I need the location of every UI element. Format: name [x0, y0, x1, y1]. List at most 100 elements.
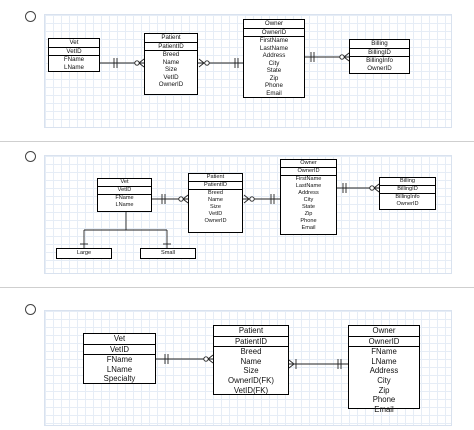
entity-title: Large	[76, 250, 92, 256]
optional-marker	[134, 60, 140, 66]
attribute: LName	[106, 364, 133, 374]
optional-marker	[178, 196, 184, 202]
attribute: Address	[298, 190, 319, 196]
answer-option-1: Vet VetID FName LName Patient PatientID …	[0, 0, 474, 140]
attribute: VetID	[208, 211, 223, 217]
attribute: OwnerID(FK)	[228, 375, 274, 385]
attribute: Zip	[378, 385, 390, 395]
option-2-relationship-lines	[80, 183, 380, 248]
owner-entity: Owner OwnerID FirstName LastName Address…	[243, 19, 305, 98]
attribute: OwnerID	[204, 218, 227, 224]
option-1-relationship-lines	[100, 52, 350, 68]
entity-title: Owner	[300, 160, 317, 166]
attribute: LastName	[259, 44, 289, 52]
attribute: VetID(FK)	[233, 385, 269, 395]
entity-title: Owner	[372, 326, 396, 335]
attribute: FName	[371, 347, 397, 357]
attribute: Size	[210, 204, 221, 210]
crows-foot-marker	[288, 359, 295, 369]
attribute: BillingInfo	[366, 57, 393, 64]
attribute: Size	[243, 366, 259, 376]
patient-entity: Patient PatientID Breed Name Size VetID …	[144, 33, 198, 95]
entity-title: Patient	[161, 34, 181, 41]
primary-key: PatientID	[234, 336, 268, 346]
attribute: FirstName	[259, 37, 289, 44]
entity-title: Vet	[69, 39, 79, 46]
option-2-radio[interactable]	[25, 151, 36, 162]
patient-entity: Patient PatientID Breed Name Size VetID …	[188, 173, 243, 233]
crows-foot-marker	[243, 194, 250, 204]
attribute: City	[377, 375, 391, 385]
attribute: BillingInfo	[395, 194, 420, 200]
entity-title: Vet	[120, 179, 129, 185]
attribute: FName	[63, 56, 85, 63]
primary-key: VetID	[117, 187, 132, 193]
primary-key: OwnerID	[368, 336, 400, 346]
option-2-diagram-canvas	[44, 155, 452, 274]
attribute: LName	[371, 356, 397, 366]
attribute: State	[301, 204, 316, 210]
entity-title: Patient	[238, 326, 264, 335]
small-subtype-entity: Small	[140, 248, 196, 259]
optional-marker	[204, 60, 210, 66]
entity-title: Owner	[264, 20, 284, 27]
attribute: Name	[162, 58, 180, 66]
owner-entity: Owner OwnerID FName LName Address City Z…	[348, 325, 420, 414]
attribute: Breed	[162, 51, 180, 58]
answer-option-2: Vet VetID FName LName Patient PatientID …	[0, 142, 474, 282]
option-3-radio[interactable]	[25, 304, 36, 315]
primary-key: OwnerID	[297, 168, 320, 174]
attribute: LastName	[295, 183, 322, 189]
primary-key: PatientID	[158, 42, 184, 50]
vet-entity: Vet VetID FName LName	[97, 178, 152, 212]
entity-title: Vet	[113, 334, 126, 343]
billing-entity: Billing BillingID BillingInfo OwnerID	[349, 39, 410, 74]
vet-entity: Vet VetID FName LName	[48, 38, 100, 72]
attribute: FName	[115, 195, 134, 201]
attribute: Phone	[265, 82, 283, 89]
crows-foot-marker	[198, 58, 205, 68]
attribute: State	[266, 67, 282, 74]
large-subtype-entity: Large	[56, 248, 112, 259]
optional-marker	[249, 196, 255, 202]
owner-entity: Owner OwnerID FirstName LastName Address…	[280, 159, 337, 235]
entity-title: Patient	[206, 174, 225, 180]
answer-option-3: Vet VetID FName LName Specialty Patient …	[0, 288, 474, 430]
attribute: Address	[369, 366, 399, 376]
vet-entity: Vet VetID FName LName Specialty	[83, 333, 156, 384]
attribute: Phone	[300, 218, 317, 224]
attribute: OwnerID	[396, 201, 419, 207]
attribute: Email	[374, 404, 394, 414]
attribute: Breed	[208, 190, 223, 196]
optional-marker	[339, 54, 345, 60]
attribute: Email	[301, 225, 316, 231]
option-separator	[0, 141, 474, 142]
attribute: FName	[106, 355, 133, 365]
primary-key: PatientID	[203, 182, 227, 188]
attribute: Email	[266, 89, 282, 97]
attribute: LName	[64, 63, 84, 71]
primary-key: OwnerID	[261, 28, 287, 36]
option-1-radio[interactable]	[25, 11, 36, 22]
attribute: Name	[208, 197, 223, 203]
optional-marker	[369, 185, 375, 191]
attribute: Zip	[304, 211, 313, 217]
primary-key: BillingID	[397, 186, 418, 192]
patient-entity: Patient PatientID Breed Name Size OwnerI…	[213, 325, 289, 395]
attribute: OwnerID	[367, 64, 392, 72]
attribute: OwnerID	[158, 81, 184, 88]
attribute: Name	[240, 356, 262, 366]
attribute: LName	[115, 202, 134, 208]
primary-key: VetID	[66, 47, 82, 55]
crows-foot-marker	[138, 58, 145, 64]
entity-title: Small	[161, 250, 175, 256]
entity-title: Billing	[400, 178, 415, 184]
entity-title: Billing	[371, 40, 388, 47]
attribute: Size	[164, 66, 178, 73]
crows-foot-marker	[182, 194, 189, 200]
crows-foot-marker	[373, 183, 380, 189]
crows-foot-marker	[343, 52, 350, 58]
option-3-relationship-lines	[156, 354, 348, 369]
attribute: Phone	[372, 395, 396, 405]
optional-marker	[203, 356, 209, 362]
